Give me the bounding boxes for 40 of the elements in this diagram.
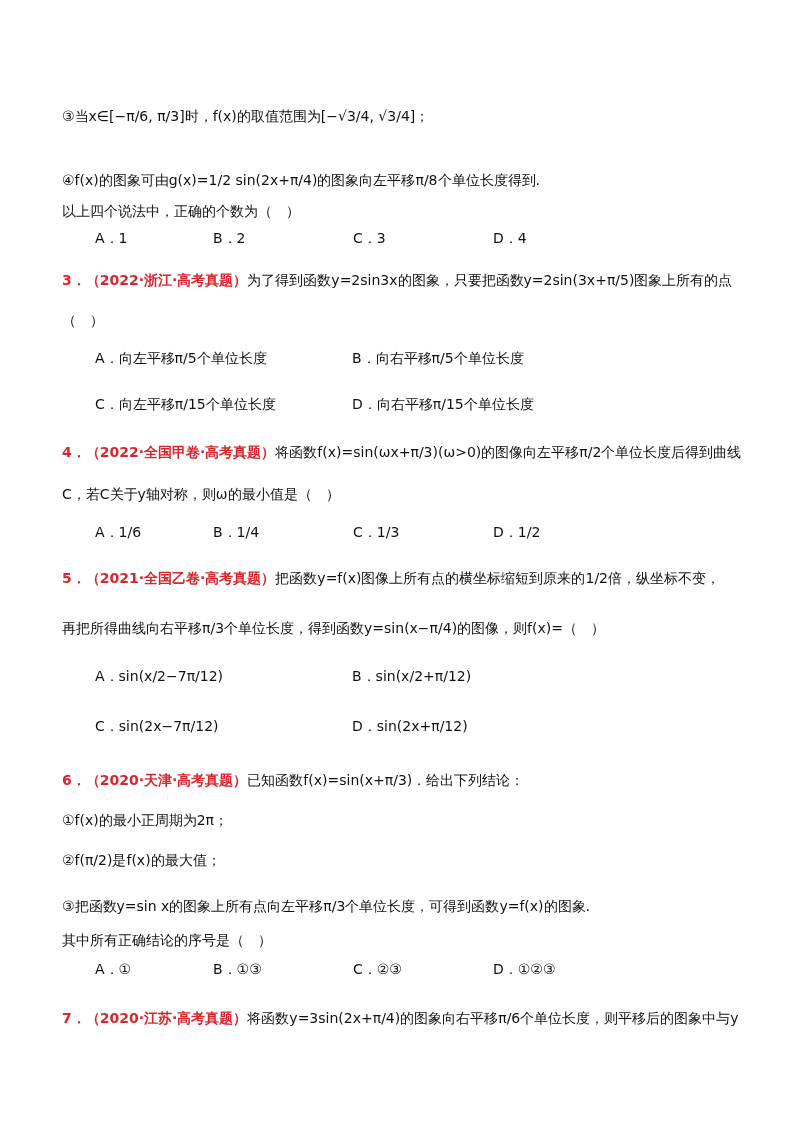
answer-option: B．1/4 bbox=[213, 524, 260, 542]
answer-option: B．2 bbox=[213, 230, 246, 248]
answer-option: C．sin(2x−7π/12) bbox=[95, 718, 219, 736]
question-source: 4．（2022·全国甲卷·高考真题） bbox=[62, 444, 276, 462]
answer-option: A．sin(x/2−7π/12) bbox=[95, 668, 224, 686]
question-text: （ ） bbox=[62, 312, 105, 330]
answer-option: C．②③ bbox=[353, 961, 402, 979]
question-text: 再把所得曲线向右平移π/3个单位长度，得到函数y=sin(x−π/4)的图像，则f(x)=（ ） bbox=[62, 620, 606, 638]
question-text: 以上四个说法中，正确的个数为（ ） bbox=[62, 203, 301, 221]
question-text: ③把函数y=sin x的图象上所有点向左平移π/3个单位长度，可得到函数y=f(x)的图象. bbox=[62, 898, 591, 916]
answer-option: A．向左平移π/5个单位长度 bbox=[95, 350, 267, 368]
question-text: 为了得到函数y=2sin3x的图象，只要把函数y=2sin(3x+π/5)图象上所有的点 bbox=[247, 272, 734, 290]
question-text: C，若C关于y轴对称，则ω的最小值是（ ） bbox=[62, 486, 341, 504]
question-text: 将函数y=3sin(2x+π/4)的图象向右平移π/6个单位长度，则平移后的图象中与y bbox=[247, 1010, 740, 1028]
question-source: 7．（2020·江苏·高考真题） bbox=[62, 1010, 248, 1028]
answer-option: D．1/2 bbox=[493, 524, 541, 542]
question-text: 已知函数f(x)=sin(x+π/3)．给出下列结论： bbox=[247, 772, 526, 790]
answer-option: C．3 bbox=[353, 230, 386, 248]
answer-option: A．1 bbox=[95, 230, 128, 248]
question-text: ②f(π/2)是f(x)的最大值； bbox=[62, 852, 222, 870]
question-text: 其中所有正确结论的序号是（ ） bbox=[62, 932, 273, 950]
question-text: 把函数y=f(x)图像上所有点的横坐标缩短到原来的1/2倍，纵坐标不变， bbox=[275, 570, 722, 588]
question-source: 6．（2020·天津·高考真题） bbox=[62, 772, 248, 790]
question-source: 5．（2021·全国乙卷·高考真题） bbox=[62, 570, 276, 588]
question-text: ③当x∈[−π/6, π/3]时，f(x)的取值范围为[−√3/4, √3/4]； bbox=[62, 108, 431, 126]
answer-option: B．sin(x/2+π/12) bbox=[352, 668, 472, 686]
question-text: ①f(x)的最小正周期为2π； bbox=[62, 812, 230, 830]
answer-option: C．1/3 bbox=[353, 524, 400, 542]
question-source: 3．（2022·浙江·高考真题） bbox=[62, 272, 248, 290]
question-text: ④f(x)的图象可由g(x)=1/2 sin(2x+π/4)的图象向左平移π/8个单位长度得到. bbox=[62, 172, 541, 190]
answer-option: B．向右平移π/5个单位长度 bbox=[352, 350, 524, 368]
answer-option: B．①③ bbox=[213, 961, 262, 979]
answer-option: D．向右平移π/15个单位长度 bbox=[352, 396, 534, 414]
answer-option: A．① bbox=[95, 961, 132, 979]
answer-option: D．sin(2x+π/12) bbox=[352, 718, 468, 736]
answer-option: D．①②③ bbox=[493, 961, 556, 979]
question-text: 将函数f(x)=sin(ωx+π/3)(ω>0)的图像向左平移π/2个单位长度后得到曲线 bbox=[275, 444, 742, 462]
answer-option: D．4 bbox=[493, 230, 527, 248]
answer-option: C．向左平移π/15个单位长度 bbox=[95, 396, 276, 414]
answer-option: A．1/6 bbox=[95, 524, 142, 542]
